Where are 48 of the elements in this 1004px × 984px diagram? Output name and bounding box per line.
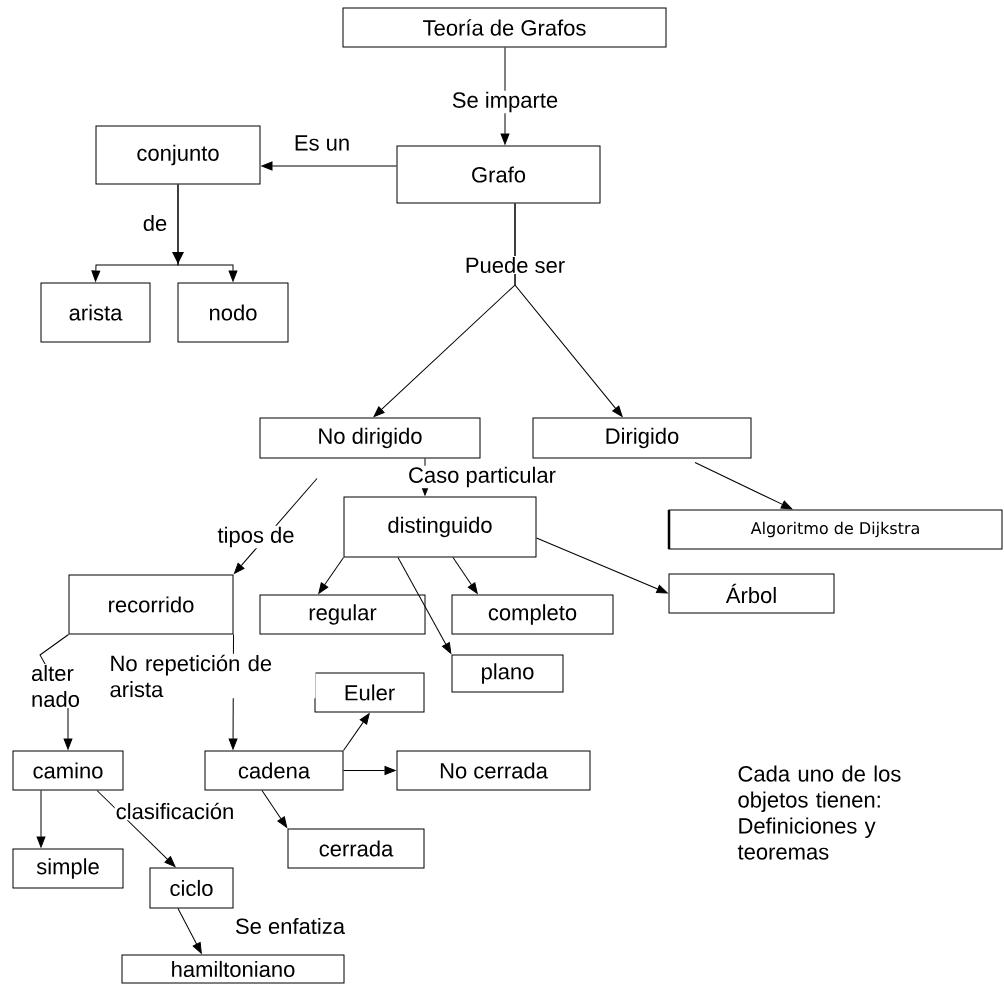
arrow <box>343 713 370 751</box>
arrow <box>177 908 202 954</box>
edge-label: clasificación <box>114 801 236 821</box>
arrow <box>343 766 396 775</box>
arrow <box>694 462 793 510</box>
arrow <box>452 557 478 594</box>
concept-box: hamiltoniano <box>121 954 345 984</box>
concept-box: arista <box>40 282 151 343</box>
edge-label: Caso particular <box>407 465 557 489</box>
concept-box: Dirigido <box>532 417 752 459</box>
edge-label: Se imparte <box>450 90 560 114</box>
arrow <box>261 790 288 828</box>
concept-box: distinguido <box>343 496 537 558</box>
concept-box: cerrada <box>287 828 425 869</box>
concept-box: regular <box>259 594 426 635</box>
arrow <box>36 790 46 848</box>
arrow <box>261 161 397 171</box>
concept-box: ciclo <box>149 867 234 909</box>
arrow <box>500 47 510 145</box>
concept-box: camino <box>12 750 124 791</box>
concept-box: Algoritmo de Dijkstra <box>667 509 1003 550</box>
edge-label: alter nado <box>30 663 94 709</box>
arrow <box>514 203 623 417</box>
concept-box: Árbol <box>668 573 835 614</box>
concept-box: cadena <box>204 750 344 791</box>
edge-label: No repetición de arista <box>108 653 316 699</box>
arrow <box>96 790 176 867</box>
edge-label: Se enfatiza <box>233 916 347 936</box>
concept-box: completo <box>451 594 614 635</box>
arrow <box>397 557 452 654</box>
arrow <box>318 557 344 594</box>
edge-label: Puede ser <box>463 255 567 275</box>
arrow <box>177 184 238 282</box>
concept-box: No dirigido <box>259 417 481 459</box>
concept-box: Teoría de Grafos <box>342 7 667 48</box>
arrow <box>536 537 668 594</box>
concept-box: No cerrada <box>396 750 591 791</box>
note-text: Cada uno de los objetos tienen: Definiciones y teoremas <box>737 765 901 860</box>
concept-box: conjunto <box>95 125 261 185</box>
edge-label: de <box>141 213 169 233</box>
edge-label: Es un <box>292 134 352 152</box>
concept-box: Grafo <box>396 145 601 204</box>
concept-box: simple <box>12 848 124 889</box>
edge-label: tipos de <box>216 525 296 549</box>
concept-box: recorrido <box>68 574 234 635</box>
concept-box: plano <box>451 654 564 693</box>
concept-box: Euler <box>314 672 425 713</box>
concept-box: nodo <box>177 282 289 343</box>
